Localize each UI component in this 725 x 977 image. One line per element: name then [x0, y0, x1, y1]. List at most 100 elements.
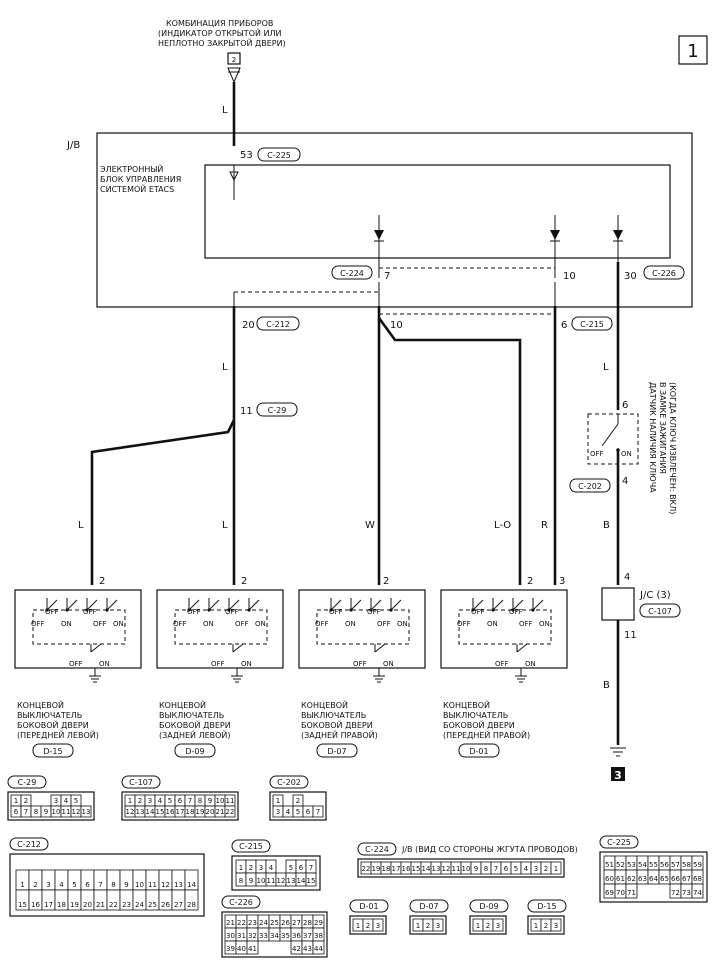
- conn-c29-pill: [256, 402, 298, 417]
- connector-pin: 21: [96, 901, 105, 909]
- connector-pin: 15: [307, 877, 316, 885]
- page-number-box: [678, 35, 708, 65]
- switch-on-label: ON: [255, 620, 266, 628]
- connector-pin: 11: [267, 877, 276, 885]
- page-number: 1: [687, 41, 698, 62]
- connector-pin: 10: [135, 881, 144, 889]
- wire-color-top: L: [222, 105, 228, 116]
- connector-pin: 28: [187, 901, 196, 909]
- connector-pin: 44: [314, 945, 323, 953]
- etacs-label: ЭЛЕКТРОННЫЙ БЛОК УПРАВЛЕНИЯ СИСТЕМОЙ ETA…: [100, 163, 181, 194]
- wire-color-key-bottom: B: [603, 520, 610, 531]
- connector-face-title: C-215: [239, 842, 263, 851]
- switch-off-label: OFF: [519, 620, 533, 628]
- door-switch-caption-line: БОКОВОЙ ДВЕРИ: [443, 719, 515, 730]
- door-switch-caption-line: БОКОВОЙ ДВЕРИ: [301, 719, 373, 730]
- jc-box: [601, 587, 635, 621]
- door-switch-caption-line: КОНЦЕВОЙ: [159, 699, 206, 710]
- etacs-line-1: ЭЛЕКТРОННЫЙ: [100, 163, 163, 174]
- connector-pin: 22: [362, 865, 371, 873]
- connector-pin: 1: [476, 922, 480, 930]
- wire-pin10-to-d01: [377, 317, 522, 585]
- connector-pin: 39: [226, 945, 235, 953]
- connector-pin: 9: [44, 808, 48, 816]
- switch-on-label: ON: [525, 660, 536, 668]
- door-switch-pin: 2: [383, 576, 389, 587]
- connector-pin: 59: [693, 861, 702, 869]
- door-switch-caption-line: (ЗАДНЕЙ ПРАВОЙ): [301, 729, 378, 740]
- connector-pin: 32: [248, 932, 257, 940]
- connector-pin: 42: [292, 945, 301, 953]
- connector-face-title: C-29: [18, 778, 37, 787]
- etacs-pin-10: 10: [563, 271, 576, 282]
- connector-pin: 7: [188, 797, 192, 805]
- connector-pin: 6: [14, 808, 19, 816]
- switch-on-label: ON: [203, 620, 214, 628]
- connector-pin: 3: [534, 865, 538, 873]
- connector-pin: 57: [671, 861, 680, 869]
- connector-pin: 15: [412, 865, 421, 873]
- diode-10: [550, 215, 560, 278]
- connector-pin: 2: [426, 922, 430, 930]
- connector-pin: 31: [237, 932, 246, 940]
- connector-pin: 16: [166, 808, 175, 816]
- key-sensor-off: OFF: [590, 450, 604, 458]
- etacs-unit-box: [204, 164, 671, 259]
- connector-pin: 26: [281, 919, 290, 927]
- connector-pin: 1: [356, 922, 360, 930]
- connector-pin: 4: [59, 881, 64, 889]
- door-switch-caption-line: ВЫКЛЮЧАТЕЛЬ: [17, 711, 82, 720]
- switch-on-label: ON: [99, 660, 110, 668]
- junction-block-label: J/B: [66, 140, 80, 151]
- connector-pin: 3: [259, 864, 263, 872]
- conn-c212-pill: [256, 316, 300, 331]
- connector-pin: 26: [161, 901, 170, 909]
- door-switch-caption-line: КОНЦЕВОЙ: [443, 699, 490, 710]
- connector-pin: 3: [46, 881, 50, 889]
- connector-pin: 4: [286, 808, 291, 816]
- connector-pin: 5: [514, 865, 518, 873]
- connector-pin: 52: [616, 861, 625, 869]
- door-switch-conn: D-01: [469, 747, 488, 756]
- connector-pin: 18: [57, 901, 66, 909]
- wire-color-d09: L: [222, 520, 228, 531]
- connector-pin: 30: [226, 932, 235, 940]
- conn-c224-label: C-224: [340, 269, 364, 278]
- key-sensor-line-2: В ЗАМКЕ ЗАЖИГАНИЯ: [658, 382, 667, 474]
- etacs-pin-7: 7: [384, 271, 390, 282]
- connector-pin: 2: [544, 922, 548, 930]
- connector-pin: 55: [649, 861, 658, 869]
- connector-pin: 15: [156, 808, 165, 816]
- ground-number-box: [611, 767, 625, 781]
- switch-off-label: OFF: [509, 608, 523, 616]
- connector-pin: 19: [196, 808, 205, 816]
- key-sensor-pin-4: 4: [622, 476, 628, 487]
- connector-pin: 70: [616, 889, 625, 897]
- connector-pin: 7: [98, 881, 102, 889]
- connector-pin: 17: [44, 901, 53, 909]
- cluster-pin: 2: [232, 56, 236, 64]
- connector-pin: 3: [376, 922, 380, 930]
- connector-pin: 35: [281, 932, 290, 940]
- connector-pin: 34: [270, 932, 279, 940]
- connector-pin: 10: [257, 877, 266, 885]
- instrument-cluster-line-1: КОМБИНАЦИЯ ПРИБОРОВ: [166, 19, 273, 28]
- connector-face-title: C-202: [277, 778, 301, 787]
- conn-c212-label: C-212: [266, 320, 290, 329]
- switch-off-label: OFF: [235, 620, 249, 628]
- connector-pin: 6: [299, 864, 304, 872]
- connector-pin: 13: [82, 808, 91, 816]
- connector-pin: 17: [176, 808, 185, 816]
- connector-pin: 11: [452, 865, 461, 873]
- connector-pin: 2: [366, 922, 370, 930]
- connector-pin: 6: [178, 797, 183, 805]
- switch-on-label: ON: [113, 620, 124, 628]
- connector-pin: 5: [289, 864, 293, 872]
- connector-pin: 72: [671, 889, 680, 897]
- connector-pin: 2: [138, 797, 142, 805]
- conn-c224-pill: [331, 265, 373, 280]
- switch-off-label: OFF: [315, 620, 329, 628]
